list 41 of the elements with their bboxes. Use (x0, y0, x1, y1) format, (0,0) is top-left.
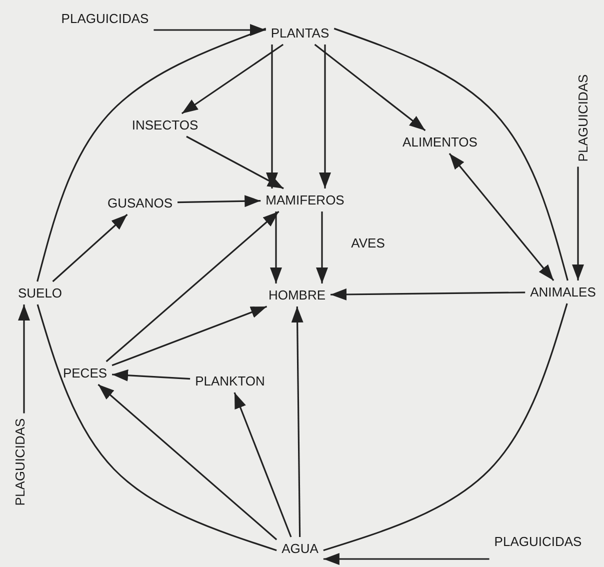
node-label: PLAGUICIDAS (59, 10, 151, 34)
node-label: GUSANOS (106, 194, 174, 212)
arrow (181, 44, 284, 114)
cycle-arc (334, 28, 568, 281)
arrow (291, 306, 304, 537)
node-label: PECES (60, 364, 110, 382)
arrow (52, 214, 128, 282)
arrow (106, 210, 280, 362)
arrow (154, 24, 266, 36)
node-label: ANIMALES (528, 284, 598, 300)
arrow (18, 304, 30, 414)
node-label: PLAGUICIDAS (12, 416, 28, 508)
arrow (234, 392, 292, 538)
arrow (266, 44, 278, 188)
node-label: PLANTAS (268, 24, 332, 42)
arrow (314, 44, 426, 132)
arrow (330, 288, 526, 300)
arrow (98, 384, 278, 540)
node-label: SUELO (16, 284, 64, 302)
cycle-arc (36, 28, 266, 282)
arrow (572, 166, 584, 280)
node-label: MAMIFEROS (264, 192, 346, 208)
arrow (112, 306, 268, 366)
cycle-arc (36, 304, 277, 552)
arrow (316, 212, 328, 284)
node-label: AGUA (280, 540, 320, 564)
node-label: INSECTOS (130, 116, 200, 134)
node-label: HOMBRE (266, 286, 328, 304)
arrow (319, 44, 331, 188)
arrow (178, 195, 261, 208)
node-label: AVES (351, 236, 385, 250)
cycle-arc (323, 303, 568, 552)
arrow (270, 212, 282, 284)
node-label: PLAGUICIDAS (574, 72, 592, 164)
arrow (323, 553, 490, 565)
arrow (448, 153, 554, 281)
node-label: PLAGUICIDAS (492, 533, 584, 559)
node-label: PLANKTON (193, 372, 267, 390)
arrow (186, 136, 284, 190)
node-label: ALIMENTOS (400, 134, 480, 150)
arrow (112, 369, 190, 382)
